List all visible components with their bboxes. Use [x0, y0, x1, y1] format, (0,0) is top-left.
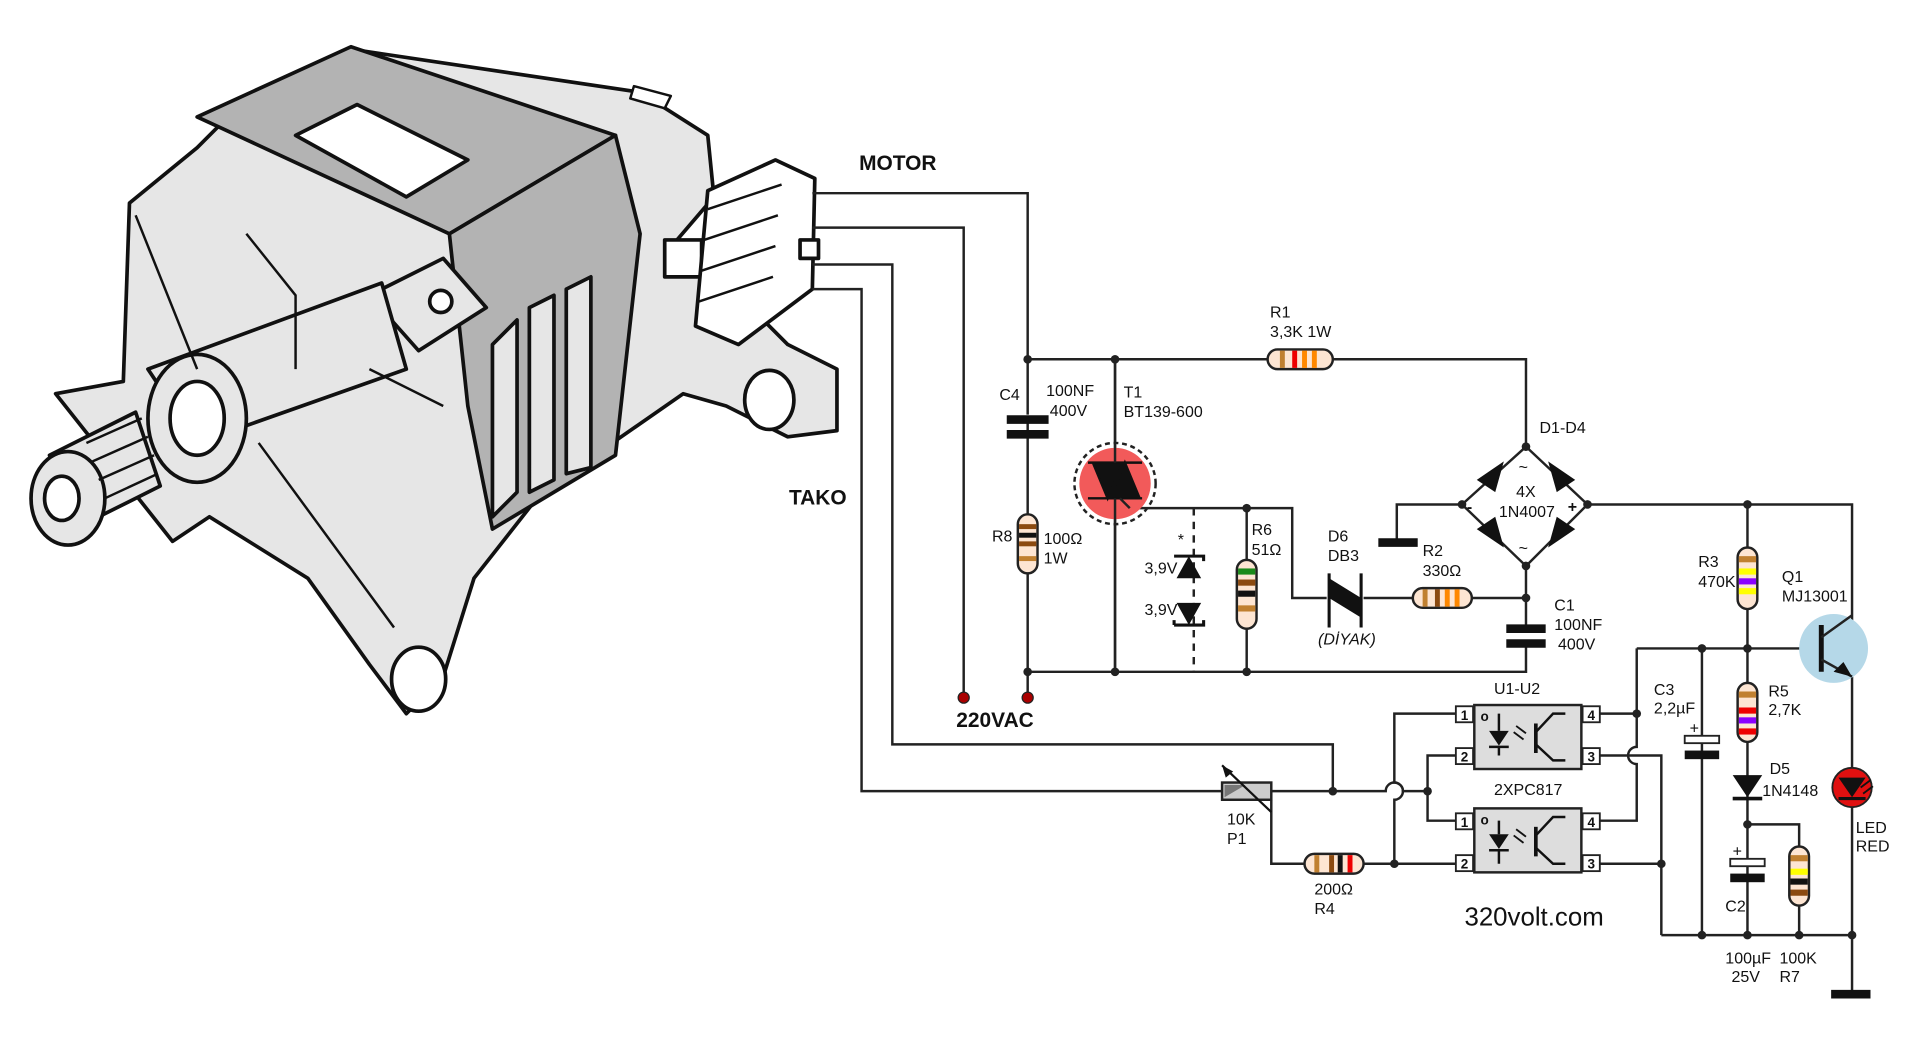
components-c2-plus-label: + [1733, 843, 1742, 860]
components-bridge-ac2-label: ~ [1519, 541, 1528, 558]
components-opto-pins-2-label: 3 [1588, 750, 1596, 765]
components-r2-value-label: 330Ω [1423, 563, 1462, 580]
motor-illustration [29, 44, 839, 716]
components-r3-value-label: 470K [1698, 574, 1736, 591]
components-t1-value-label: BT139-600 [1124, 404, 1203, 421]
components-c2-ref-label: C2 [1725, 899, 1746, 916]
resistor-r4 [1303, 852, 1365, 875]
components-opto-pins-2-label: 3 [1588, 857, 1596, 872]
components-q1-value-label: MJ13001 [1782, 589, 1848, 606]
resistor-r2 [1411, 586, 1474, 610]
components-p1-value-label: 10K [1227, 811, 1256, 828]
components-bridge-plus-label: + [1568, 499, 1577, 516]
components-opto-mark-label: o [1480, 709, 1488, 724]
components-r1-value-label: 3,3K 1W [1270, 324, 1332, 341]
components-led-l1-label: LED [1856, 820, 1887, 837]
components-r8-ref-label: R8 [992, 528, 1013, 545]
components-opto-ref-label: U1-U2 [1494, 681, 1540, 698]
resistor-r5 [1736, 681, 1759, 744]
diode-d5 [1732, 775, 1763, 801]
components-zener-mark-label: * [1178, 532, 1184, 549]
capacitor-c1 [1506, 624, 1549, 648]
components-bridge-value2-label: 1N4007 [1499, 504, 1555, 521]
components-bridge-minus-label: - [1467, 499, 1472, 516]
website-label: 320volt.com [1464, 903, 1603, 931]
components-opto-mark-label: o [1480, 812, 1488, 827]
triac-t1 [1073, 359, 1157, 672]
components-opto-pins-1-label: 2 [1461, 750, 1469, 765]
components-opto-value-label: 2XPC817 [1494, 782, 1563, 799]
components-zener-v1-label: 3,9V [1145, 560, 1178, 577]
components-t1-ref-label: T1 [1124, 384, 1143, 401]
components-d5-ref-label: D5 [1770, 761, 1791, 778]
components-d6-note-label: (DİYAK) [1318, 630, 1376, 649]
diac-d6 [1326, 573, 1364, 628]
optocoupler-u1: 1 2 3 4 o [1454, 703, 1601, 771]
potentiometer-p1 [1220, 764, 1273, 813]
components-d6-value-label: DB3 [1328, 548, 1359, 565]
resistor-r6 [1235, 558, 1258, 630]
capacitor-c2: + [1729, 843, 1766, 883]
components-r4-value-label: 200Ω [1314, 882, 1353, 899]
components-r4-ref-label: R4 [1314, 901, 1335, 918]
motor-label: MOTOR [859, 152, 936, 175]
components-c1-ref-label: C1 [1554, 597, 1575, 614]
components-r3-ref-label: R3 [1698, 554, 1719, 571]
resistor-r7 [1788, 845, 1811, 907]
components-opto-pins-3-label: 4 [1588, 815, 1596, 830]
components-opto-pins-3-label: 4 [1588, 708, 1596, 723]
components-c3-plus-label: + [1690, 720, 1699, 737]
components-bridge-value1-label: 4X [1516, 484, 1536, 501]
resistor-r8 [1016, 513, 1039, 575]
components-bridge-ac1-label: ~ [1519, 459, 1528, 476]
components-zener-v2-label: 3,9V [1145, 602, 1178, 619]
components-d6-ref-label: D6 [1328, 528, 1349, 545]
components-q1-ref-label: Q1 [1782, 569, 1803, 586]
mains-terminal [957, 691, 970, 704]
components-r7-ref-label: R7 [1779, 969, 1800, 986]
components-bridge-ref-label: D1-D4 [1540, 420, 1586, 437]
labels: MOTOR TAKO 220VAC 320volt.com R1 3,3K 1W… [789, 152, 1890, 986]
components-r6-ref-label: R6 [1252, 522, 1273, 539]
components-r8-value1-label: 100Ω [1044, 531, 1083, 548]
optocoupler-u2: 1 2 3 4 o [1454, 807, 1601, 874]
transistor-q1 [1799, 613, 1869, 683]
components-c3-ref-label: C3 [1654, 682, 1675, 699]
components-r8-value2-label: 1W [1044, 551, 1069, 568]
components-c4-value2-label: 400V [1050, 403, 1088, 420]
components-d5-value-label: 1N4148 [1762, 783, 1818, 800]
components-c3-value-label: 2,2µF [1654, 701, 1695, 718]
bridge-rectifier [1460, 444, 1590, 568]
components-opto-pins-1-label: 2 [1461, 857, 1469, 872]
components-c2-value1-label: 100µF [1725, 950, 1771, 967]
mains-label: 220VAC [956, 709, 1033, 732]
components-c2-value2-label: 25V [1731, 969, 1760, 986]
components-p1-ref-label: P1 [1227, 831, 1247, 848]
tako-label: TAKO [789, 486, 847, 509]
components-opto-pins-0-label: 1 [1461, 708, 1469, 723]
resistor-r1 [1266, 348, 1335, 371]
components-c1-value2-label: 400V [1558, 637, 1596, 654]
led-red [1831, 766, 1874, 809]
components-led-l2-label: RED [1856, 838, 1890, 855]
mains-terminal [1021, 691, 1034, 704]
components-r1-ref-label: R1 [1270, 304, 1291, 321]
components-c4-value1-label: 100NF [1046, 383, 1094, 400]
components-r5-ref-label: R5 [1768, 683, 1789, 700]
zener-diodes [1172, 554, 1206, 627]
resistor-r3 [1736, 546, 1759, 611]
components-opto-pins-0-label: 1 [1461, 815, 1469, 830]
components-c1-value1-label: 100NF [1554, 617, 1602, 634]
components-r2-ref-label: R2 [1423, 543, 1444, 560]
components-r6-value-label: 51Ω [1252, 542, 1282, 559]
capacitor-c4 [1006, 414, 1049, 439]
components-r5-value-label: 2,7K [1768, 702, 1801, 719]
components-c4-ref-label: C4 [999, 387, 1020, 404]
capacitor-c3: + [1683, 720, 1721, 760]
components-r7-value-label: 100K [1779, 950, 1817, 967]
